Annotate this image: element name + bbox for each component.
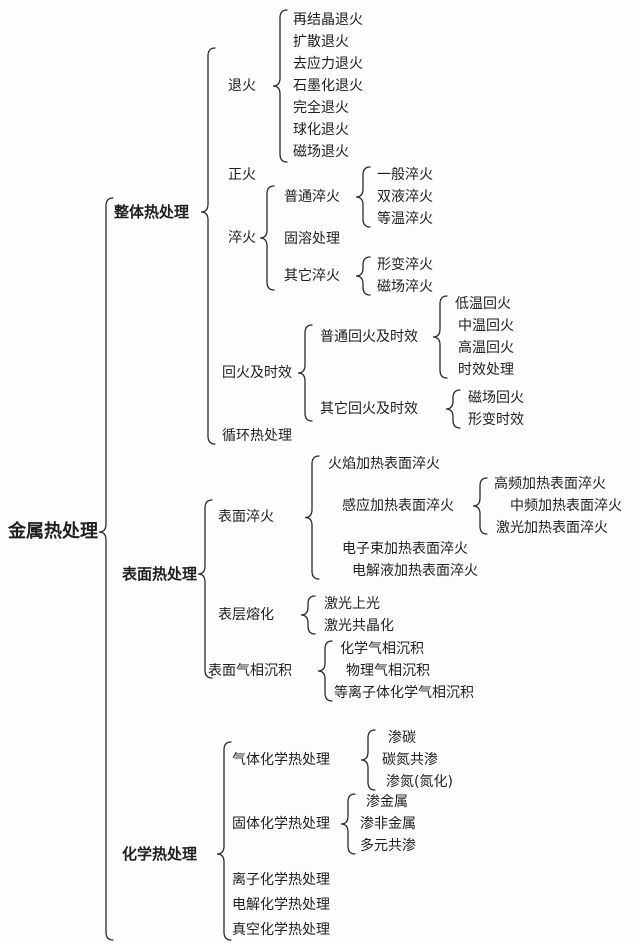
brace-other-tempering-aging [445,389,461,429]
node-surface-heat-treatment: 表面热处理 [122,565,198,583]
brace-root [98,197,114,941]
brace-vapor-deposition [317,640,333,702]
node-general-quenching: 一般淬火 [377,167,433,183]
node-quenching: 淬火 [228,230,256,246]
node-laser-heating-surface-quenching: 激光加热表面淬火 [496,520,608,536]
node-ordinary-tempering-aging: 普通回火及时效 [320,329,418,345]
node-annealing: 退火 [228,78,256,94]
node-nonmetal-cementation: 渗非金属 [360,816,416,832]
node-spheroidizing-annealing: 球化退火 [293,122,349,138]
node-nitriding: 渗氮(氮化) [386,774,453,790]
brace-surface-quenching [304,455,320,580]
node-gas-chemical-heat-treatment: 气体化学热处理 [232,752,330,768]
node-aging-treatment: 时效处理 [458,362,514,378]
node-induction-heating-surface-quenching: 感应加热表面淬火 [342,498,454,514]
node-low-temp-tempering: 低温回火 [455,296,511,312]
node-laser-eutectic: 激光共晶化 [324,618,394,634]
node-surface-vapor-deposition: 表面气相沉积 [208,663,292,679]
node-dual-liquid-quenching: 双液淬火 [377,189,433,205]
brace-other-quenching [355,256,371,296]
brace-ordinary-tempering-aging [432,295,448,379]
brace-annealing [272,9,288,163]
node-electrolyte-heating-surface-quenching: 电解液加热表面淬火 [352,563,478,579]
node-multi-element-cementation: 多元共渗 [360,838,416,854]
brace-tempering-aging [297,324,313,422]
node-full-annealing: 完全退火 [293,100,349,116]
node-carbonitriding: 碳氮共渗 [382,752,438,768]
node-ion-chemical-heat-treatment: 离子化学热处理 [232,872,330,888]
node-recrystallization-annealing: 再结晶退火 [293,12,363,28]
node-metal-cementation: 渗金属 [366,794,408,810]
node-normalizing: 正火 [228,167,256,183]
node-chemical-heat-treatment: 化学热处理 [122,845,198,863]
node-vacuum-chemical-heat-treatment: 真空化学热处理 [232,922,330,938]
node-metal-heat-treatment: 金属热处理 [8,521,98,542]
brace-ordinary-quenching [355,166,371,228]
node-ordinary-quenching: 普通淬火 [284,189,340,205]
node-high-frequency-surface-quenching: 高频加热表面淬火 [494,476,606,492]
node-medium-temp-tempering: 中温回火 [458,318,514,334]
node-cyclic-heat-treatment: 循环热处理 [222,428,292,444]
node-deformation-quenching: 形变淬火 [377,257,433,273]
brace-surface-heat-treatment [197,499,213,679]
node-physical-vapor-deposition: 物理气相沉积 [346,663,430,679]
node-other-tempering-aging: 其它回火及时效 [320,401,418,417]
brace-surface-layer-melting [300,595,316,635]
node-solution-treatment: 固溶处理 [284,231,340,247]
node-magnetic-field-quenching: 磁场淬火 [377,279,433,295]
node-deformation-aging: 形变时效 [468,412,524,428]
node-magnetic-field-annealing: 磁场退火 [293,144,349,160]
node-diffusion-annealing: 扩散退火 [293,34,349,50]
node-plasma-chemical-vapor-deposition: 等离子体化学气相沉积 [334,685,474,701]
node-solid-chemical-heat-treatment: 固体化学热处理 [232,816,330,832]
brace-quenching [259,185,275,291]
node-bulk-heat-treatment: 整体热处理 [114,203,190,221]
brace-chemical-heat-treatment [216,741,232,941]
node-surface-quenching: 表面淬火 [218,509,274,525]
node-laser-glazing: 激光上光 [324,596,380,612]
brace-gas-chemical [360,729,376,791]
node-electron-beam-surface-quenching: 电子束加热表面淬火 [342,541,468,557]
node-graphitization-annealing: 石墨化退火 [293,78,363,94]
node-tempering-and-aging: 回火及时效 [222,365,292,381]
node-high-temp-tempering: 高温回火 [458,340,514,356]
brace-bulk-heat-treatment [200,47,216,445]
node-carburizing: 渗碳 [388,730,416,746]
brace-induction-heating [472,477,488,535]
node-other-quenching: 其它淬火 [284,268,340,284]
node-electrolytic-chemical-heat-treatment: 电解化学热处理 [232,897,330,913]
node-isothermal-quenching: 等温淬火 [377,211,433,227]
node-stress-relief-annealing: 去应力退火 [293,56,363,72]
node-flame-heating-surface-quenching: 火焰加热表面淬火 [328,456,440,472]
node-chemical-vapor-deposition: 化学气相沉积 [340,641,424,657]
node-surface-layer-melting: 表层熔化 [218,607,274,623]
node-medium-frequency-surface-quenching: 中频加热表面淬火 [510,498,622,514]
brace-solid-chemical [340,793,356,855]
node-magnetic-field-tempering: 磁场回火 [468,390,524,406]
